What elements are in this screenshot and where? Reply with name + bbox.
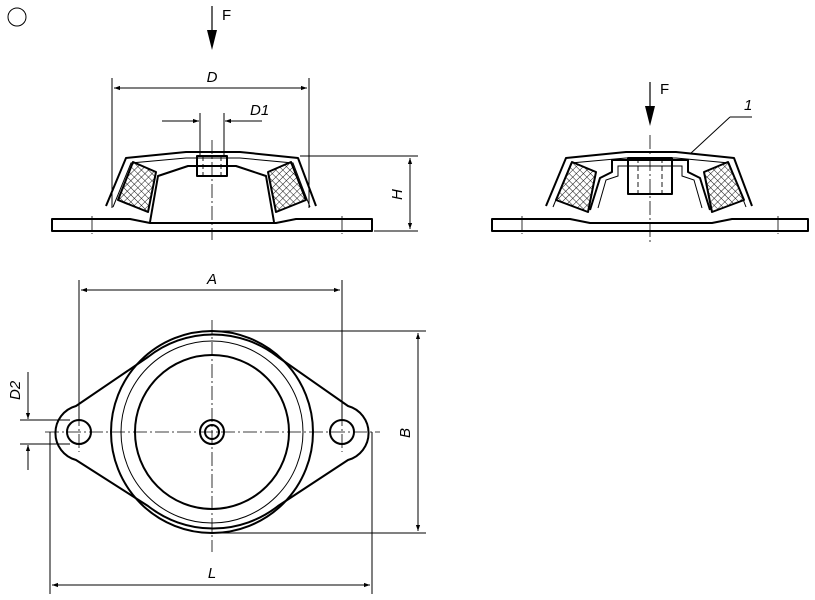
rubber-element-left-a <box>117 161 157 213</box>
force-arrow-left: F <box>207 6 231 50</box>
rubber-element-right-a <box>555 161 597 213</box>
dimension-B: B <box>212 330 426 534</box>
dimension-A: A <box>78 271 343 420</box>
plan-view: A B D2 L <box>7 271 426 594</box>
section-view-right: F 1 <box>491 81 809 244</box>
dimension-B-label: B <box>397 428 414 438</box>
flange-outline <box>54 333 370 530</box>
force-label-right: F <box>660 81 669 98</box>
dimension-D2-label: D2 <box>7 380 24 400</box>
force-label-left: F <box>222 7 231 24</box>
dimension-L-label: L <box>208 565 216 582</box>
rubber-element-right-b <box>703 161 745 213</box>
variant-marker <box>7 7 27 27</box>
outer-shell-left <box>105 151 317 207</box>
base-plate-right <box>491 218 809 232</box>
section-view-left: F D D1 <box>51 6 418 240</box>
dimension-H: H <box>300 155 418 232</box>
dimension-D: D <box>111 69 310 208</box>
dimension-H-label: H <box>389 189 406 200</box>
outer-shell-right <box>545 151 753 207</box>
dimension-D2: D2 <box>7 372 70 470</box>
force-arrow-right: F <box>645 81 669 126</box>
dimension-L: L <box>49 432 373 594</box>
dimension-D1: D1 <box>162 102 269 156</box>
dimension-A-label: A <box>206 271 217 288</box>
item-callout: 1 <box>689 97 752 155</box>
rubber-element-left-b <box>267 161 307 213</box>
base-plate-left <box>51 218 373 232</box>
dimension-D1-label: D1 <box>250 102 269 119</box>
dimension-D-label: D <box>207 69 218 86</box>
item-number-label: 1 <box>744 97 752 114</box>
